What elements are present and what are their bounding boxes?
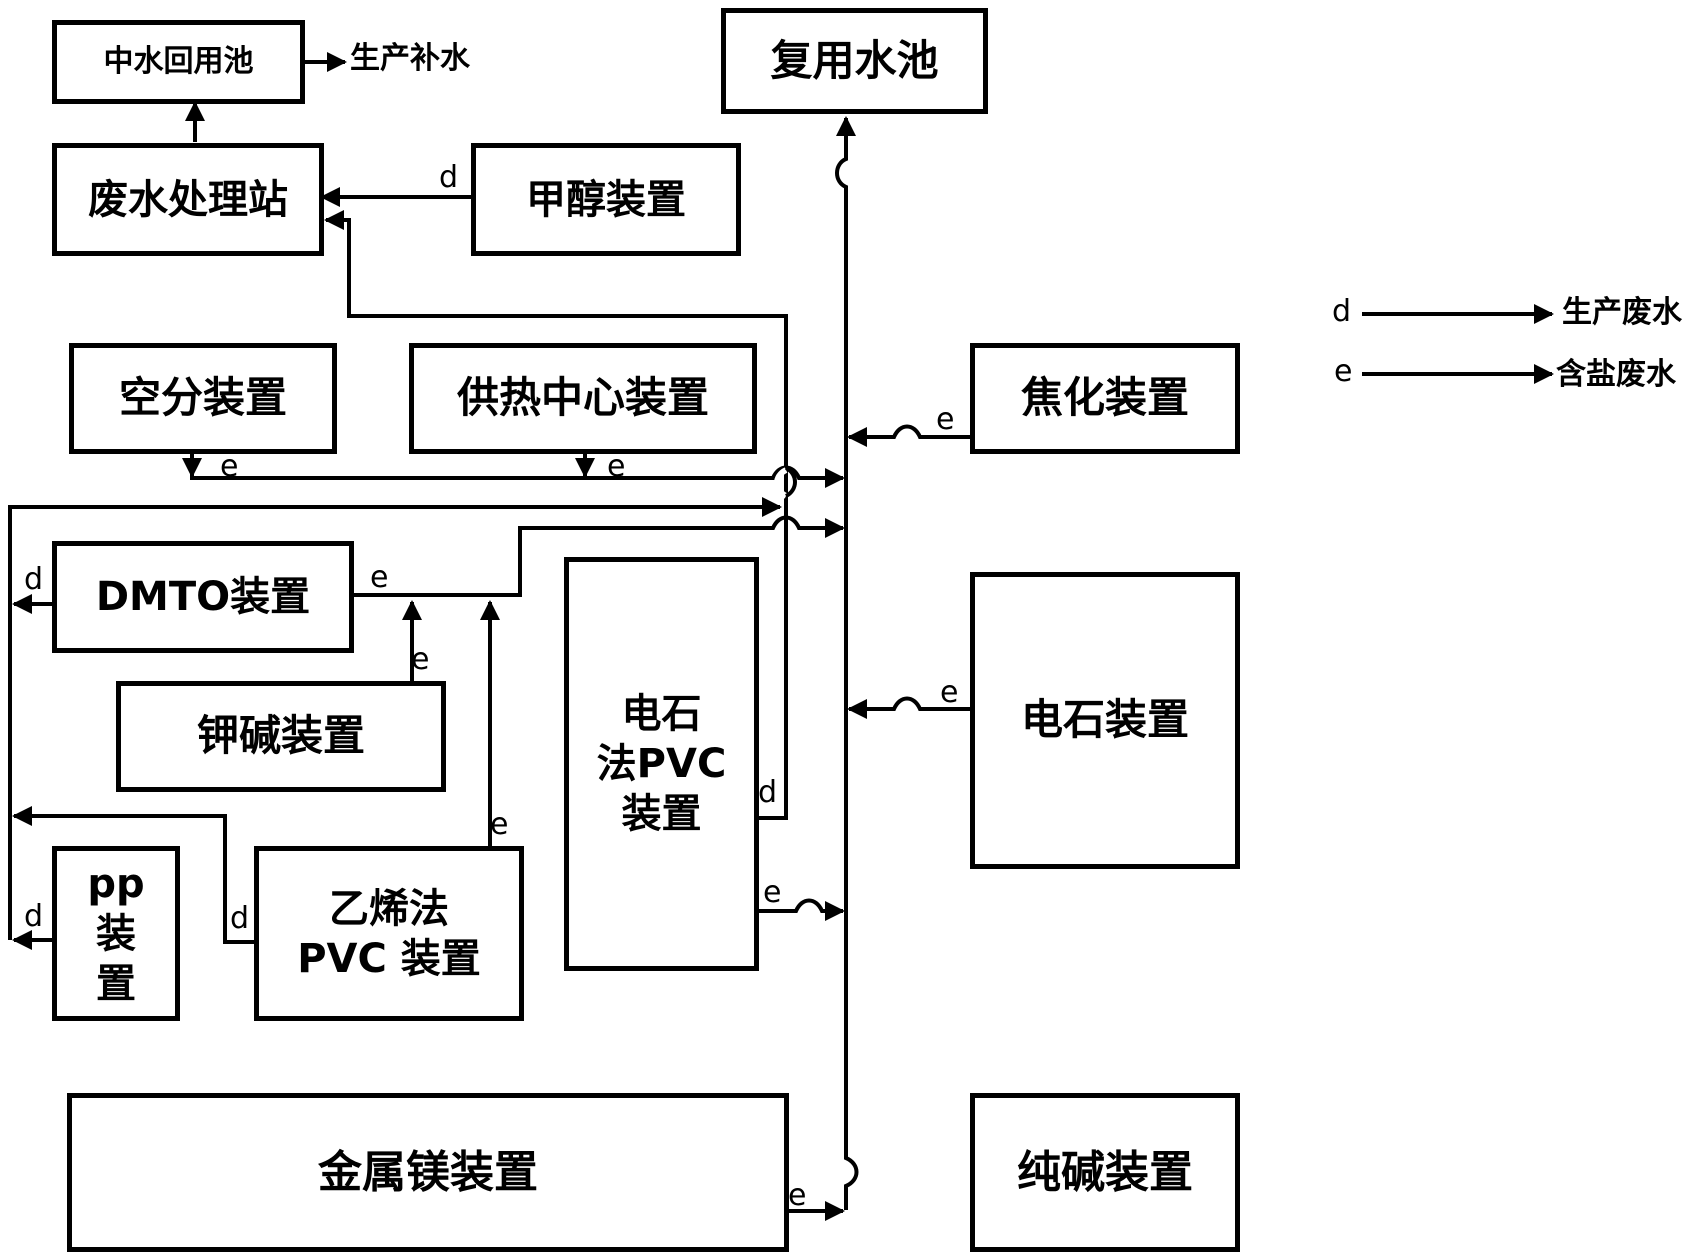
air-separation-unit: 空分装置 (69, 343, 337, 454)
dmto-unit: DMTO装置 (52, 541, 354, 653)
flow-label-d: d (24, 899, 44, 934)
ethylene-pvc-unit: 乙烯法 PVC 装置 (254, 846, 524, 1021)
production-makeup-label: 生产补水 (350, 41, 470, 76)
line-left-loop-e (8, 497, 782, 940)
coking-unit: 焦化装置 (970, 343, 1240, 454)
wastewater-treatment-station: 废水处理站 (52, 143, 324, 256)
methanol-unit: 甲醇装置 (471, 143, 741, 256)
line-airsep-e (190, 452, 845, 488)
potash-unit: 钾碱装置 (116, 681, 446, 792)
dmto-unit-label: DMTO装置 (95, 574, 311, 620)
flow-label-e: e (788, 1178, 807, 1213)
calcium-carbide-pvc-unit-label: 电石 法PVC 装置 (596, 691, 727, 837)
legend-d-text: 生产废水 (1562, 295, 1682, 330)
flow-label-d: d (439, 160, 459, 195)
flow-label-e: e (411, 642, 430, 677)
reclaimed-water-pool: 中水回用池 (52, 20, 305, 104)
ethylene-pvc-unit-label: 乙烯法 PVC 装置 (297, 885, 481, 982)
flow-label-d: d (230, 901, 250, 936)
potash-unit-label: 钾碱装置 (196, 711, 365, 761)
reclaimed-water-pool-label: 中水回用池 (103, 44, 254, 80)
line-coking-e (847, 424, 975, 447)
wastewater-treatment-station-label: 废水处理站 (88, 176, 288, 223)
calcium-carbide-unit: 电石装置 (970, 572, 1240, 869)
reuse-water-pool: 复用水池 (721, 8, 988, 114)
line-carbide-e (847, 696, 975, 719)
magnesium-unit-label: 金属镁装置 (318, 1147, 538, 1198)
reuse-water-pool-label: 复用水池 (770, 35, 939, 85)
line-dmto-e (351, 515, 845, 597)
heating-center-unit-label: 供热中心装置 (456, 373, 709, 423)
coking-unit-label: 焦化装置 (1020, 373, 1189, 423)
magnesium-unit: 金属镁装置 (67, 1093, 789, 1252)
flow-label-e: e (936, 402, 955, 437)
flow-label-e: e (607, 449, 626, 484)
legend-d-key: d (1332, 294, 1352, 329)
soda-ash-unit: 纯碱装置 (970, 1093, 1240, 1252)
air-separation-unit-label: 空分装置 (118, 373, 287, 423)
calcium-carbide-unit-label: 电石装置 (1020, 695, 1189, 745)
heating-center-unit: 供热中心装置 (409, 343, 757, 454)
flow-label-d: d (24, 562, 44, 597)
pp-unit-label: pp 装 置 (87, 860, 145, 1007)
line-ethylene-d (12, 806, 258, 944)
line-cpvc-d-to-station (324, 210, 788, 820)
pp-unit: pp 装 置 (52, 846, 180, 1021)
methanol-unit-label: 甲醇装置 (526, 176, 686, 223)
flow-label-d: d (758, 775, 778, 810)
calcium-carbide-pvc-unit: 电石 法PVC 装置 (564, 557, 759, 971)
flow-label-e: e (370, 560, 389, 595)
flow-label-e: e (940, 675, 959, 710)
flow-label-e: e (763, 875, 782, 910)
flow-label-e: e (490, 807, 509, 842)
legend-e-text: 含盐废水 (1556, 357, 1676, 392)
main-e-header (835, 116, 859, 1210)
flow-label-e: e (220, 449, 239, 484)
legend-e-key: e (1334, 354, 1353, 389)
soda-ash-unit-label: 纯碱装置 (1017, 1147, 1193, 1198)
line-cpvc-e (757, 898, 845, 921)
